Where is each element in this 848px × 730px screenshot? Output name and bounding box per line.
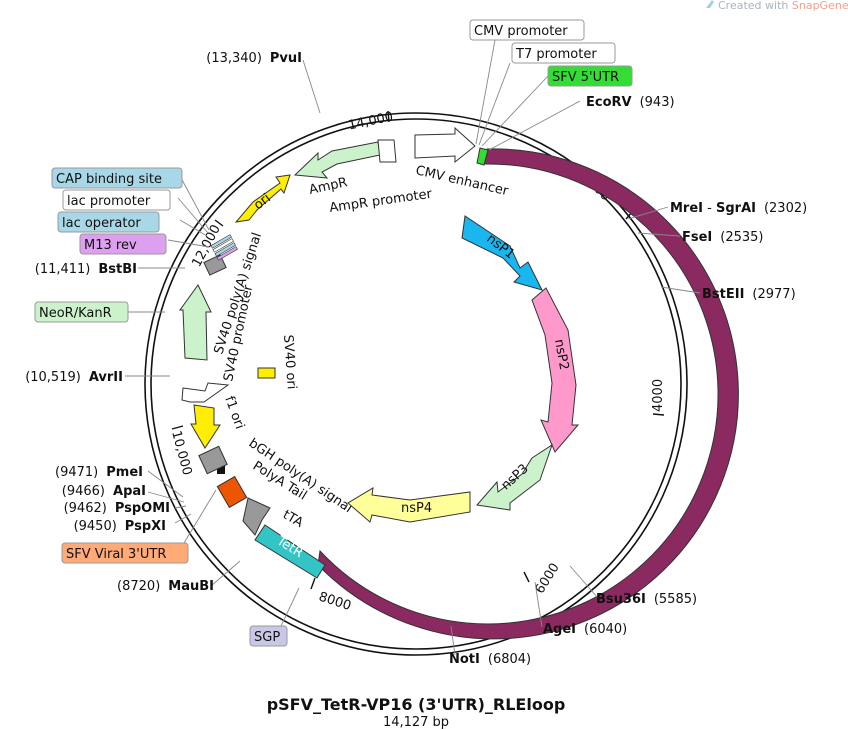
- site-avrii[interactable]: (10,519)AvrII: [25, 370, 123, 385]
- m13-rev-box: [79, 233, 167, 255]
- tta-feature: [242, 497, 271, 536]
- cap-binding-site-box-label: CAP binding site: [56, 172, 162, 187]
- bgh-polya-feature: [198, 445, 228, 475]
- nsp4-label: nsP4: [401, 501, 432, 516]
- plasmid-length: 14,127 bp: [383, 715, 449, 730]
- f1-ori-feature: [190, 404, 221, 449]
- leader-lines: [125, 39, 701, 656]
- nsp1-4-label: nsP1-4: [620, 430, 650, 477]
- backbone-outer-circle: [144, 112, 688, 656]
- site-pmei[interactable]: (9471)PmeI: [55, 465, 143, 480]
- lac-promoter-box-label: lac promoter: [67, 194, 151, 209]
- backbone-inner-circle: [150, 118, 682, 650]
- sv40-ori-feature: [257, 367, 276, 379]
- nsp4-feature: [347, 487, 471, 523]
- nsp2-feature: [531, 287, 580, 453]
- snapgene-logo-icon: [706, 0, 714, 8]
- lac-promoter-box: [62, 189, 171, 211]
- cmv-promoter-box-label: CMV promoter: [474, 24, 568, 39]
- site-bsteii[interactable]: BstEII(2977): [702, 287, 796, 302]
- lac-operator-box: [57, 211, 160, 233]
- neor-kanr-box-label: NeoR/KanR: [39, 306, 112, 321]
- site-apai[interactable]: (9466)ApaI: [62, 484, 146, 499]
- f1-ori-label: f1 ori: [221, 394, 247, 431]
- tick-label-10000: 10,000: [168, 429, 194, 477]
- ori-feature: [234, 174, 291, 223]
- watermark: Created with SnapGene®: [718, 0, 848, 12]
- ampr-label: AmpR: [308, 175, 349, 198]
- polya-tail-marker: [217, 466, 225, 474]
- sgp-box: [249, 625, 288, 647]
- tick-label-6000: 6000: [532, 561, 562, 597]
- t7-promoter-box-label: T7 promoter: [515, 47, 597, 62]
- site-psppomi[interactable]: (9462)PspOMI: [64, 501, 170, 516]
- sgp-box-label: SGP: [254, 630, 280, 645]
- cmv-enhancer-feature: [414, 126, 476, 164]
- site-agei[interactable]: AgeI(6040): [543, 622, 627, 637]
- t7-promoter-box: [511, 42, 616, 64]
- ampr-promoter-label: AmpR promoter: [328, 187, 433, 216]
- plasmid-name: pSFV_TetR-VP16 (3'UTR)_RLEloop: [267, 695, 566, 714]
- m13-rev-box-label: M13 rev: [84, 238, 137, 253]
- tick-label-4000: 4000: [651, 379, 666, 412]
- sv40-origin-arrow-feature: [181, 382, 230, 403]
- sv40-polya-feature: [203, 254, 227, 276]
- sv40-ori-label: SV40 ori: [280, 334, 299, 390]
- site-fsei[interactable]: FseI(2535): [682, 230, 764, 245]
- sfv-viral-3utr-box: [61, 542, 189, 564]
- nsp1-4-feature: [317, 148, 739, 640]
- sfv-5utr-box: [547, 65, 633, 87]
- site-bsu36i[interactable]: Bsu36I(5585): [596, 592, 697, 607]
- site-noti[interactable]: NotI(6804): [449, 652, 531, 667]
- ampr-promoter-feature: [377, 139, 397, 163]
- tick-label-14000: 14,000: [347, 109, 395, 133]
- lac-region-features: [210, 234, 238, 261]
- ampr-feature: [293, 141, 381, 179]
- lac-operator-box-label: lac operator: [62, 216, 141, 231]
- nsp2-label: nsP2: [551, 338, 571, 371]
- neor-kanr-box: [34, 301, 129, 323]
- tta-label: tTA: [280, 507, 306, 531]
- tick-label-8000: 8000: [317, 590, 353, 614]
- site-maubi[interactable]: (8720)MauBI: [117, 579, 214, 594]
- nsp3-feature: [476, 443, 553, 511]
- tetr-feature: [254, 524, 326, 579]
- nsp1-feature: [461, 215, 543, 291]
- sfv-5utr-feature: [476, 147, 489, 166]
- site-mrei-sgrai[interactable]: MreI - SgrAI(2302): [670, 201, 807, 216]
- sfv-viral-3utr-box-label: SFV Viral 3'UTR: [66, 547, 166, 562]
- tick-marks: [171, 110, 665, 590]
- site-ecorv[interactable]: EcoRV(943): [586, 95, 675, 110]
- cmv-promoter-box: [469, 19, 585, 41]
- polya-tail-feature: [216, 475, 248, 509]
- sfv-5utr-box-label: SFV 5'UTR: [552, 70, 619, 85]
- site-pvui[interactable]: (13,340)PvuI: [206, 51, 302, 66]
- site-bstbi[interactable]: (11,411)BstBI: [35, 262, 137, 277]
- site-pspxi[interactable]: (9450)PspXI: [74, 519, 166, 534]
- cap-binding-site-box: [51, 167, 183, 189]
- sv40-promoter-feature: [179, 284, 212, 361]
